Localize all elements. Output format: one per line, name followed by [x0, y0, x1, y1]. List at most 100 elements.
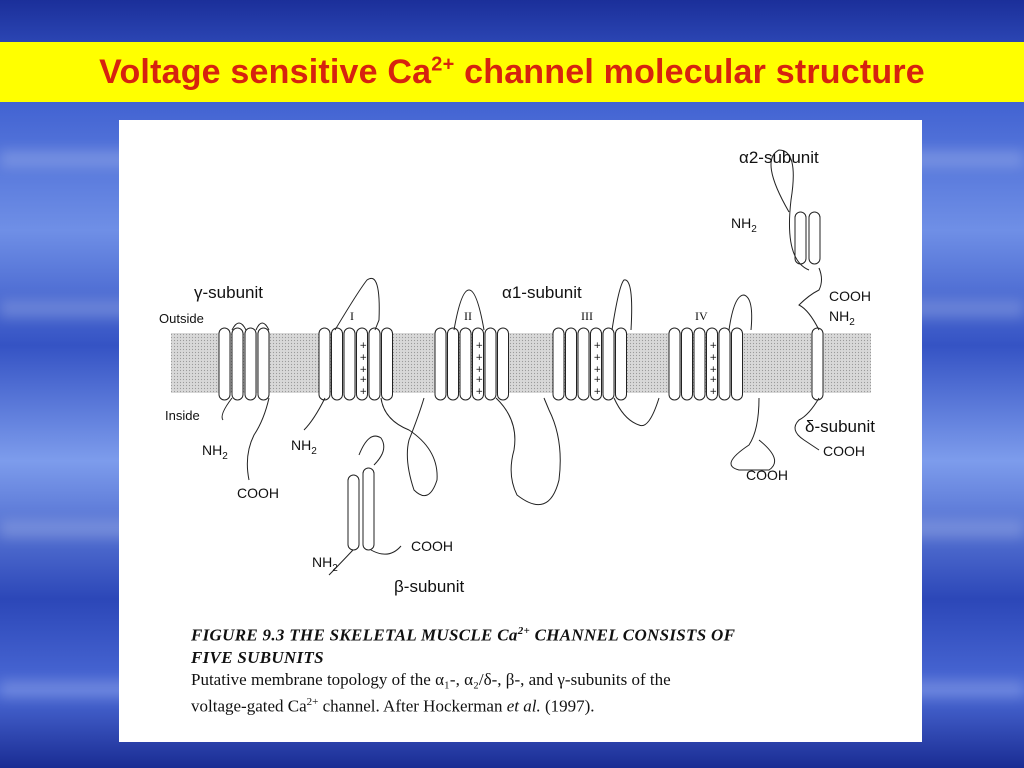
figure-panel: ++++++++++++++++++++ γ-subunit Outside I…	[119, 120, 922, 742]
alpha2-cooh-label: COOH	[829, 288, 871, 304]
s4-positive-charge: +	[710, 365, 718, 375]
s4-positive-charge: +	[360, 387, 368, 397]
s4-positive-charge: +	[360, 341, 368, 351]
alpha1-domain-iii-helix	[615, 327, 627, 401]
s4-positive-charge: +	[710, 341, 718, 351]
svg-text:NH2: NH2	[731, 215, 757, 235]
alpha1-domain-i-helix	[381, 327, 393, 401]
delta-subunit-label: δ-subunit	[805, 417, 875, 436]
caption-body-line2: voltage-gated Ca2+ channel. After Hocker…	[191, 695, 595, 716]
s4-positive-charge: +	[360, 353, 368, 363]
gamma-cooh-tail	[246, 397, 270, 481]
domain-iii-label: III	[581, 309, 593, 323]
alpha1-domain-ii-helix	[484, 327, 497, 401]
slide-title: Voltage sensitive Ca2+ channel molecular…	[99, 52, 925, 91]
s4-positive-charge: +	[360, 365, 368, 375]
svg-text:NH2: NH2	[312, 554, 338, 574]
domain-iv-label: IV	[695, 309, 708, 323]
alpha1-nh2-tail	[303, 397, 326, 431]
alpha1-domain-iii-outside-loop	[611, 279, 633, 331]
delta-helix	[811, 327, 824, 401]
title-bar: Voltage sensitive Ca2+ channel molecular…	[0, 42, 1024, 102]
svg-text:NH2: NH2	[202, 442, 228, 462]
alpha2-subunit-label: α2-subunit	[739, 148, 819, 167]
caption-heading-line2: FIVE SUBUNITS	[191, 647, 324, 667]
s4-positive-charge: +	[476, 341, 484, 351]
delta-alpha2-link	[798, 267, 822, 331]
alpha1-domain-iv-helix	[693, 327, 706, 401]
alpha1-domain-i-helix	[368, 327, 381, 401]
domain-ii-label: II	[464, 309, 472, 323]
caption-body-line1: Putative membrane topology of the α₁-, α…	[191, 669, 671, 689]
alpha1-subunit-label: α1-subunit	[502, 283, 582, 302]
alpha2-nh2-label: NH2	[731, 215, 757, 235]
gamma-helix	[218, 327, 231, 401]
alpha1-nh2-label: NH2	[291, 437, 317, 457]
s4-positive-charge: +	[710, 353, 718, 363]
alpha1-domain-iv-outside-loop	[728, 294, 753, 331]
gamma-nh2-label: NH2	[202, 442, 228, 462]
alpha1-domain-i-helix	[331, 327, 343, 401]
s4-positive-charge: +	[594, 353, 602, 363]
figure-caption: FIGURE 9.3 THE SKELETAL MUSCLE Ca2+ CHAN…	[191, 620, 891, 717]
alpha1-domain-iv-helix	[681, 327, 693, 401]
alpha1-domain-i-helix	[343, 327, 356, 401]
alpha1-domain-ii-helix	[472, 327, 484, 401]
gamma-helix	[244, 327, 257, 401]
alpha1-domain-iii-helix	[602, 327, 615, 401]
alpha1-domain-iv-helix	[718, 327, 731, 401]
s4-positive-charge: +	[476, 387, 484, 397]
gamma-nh2-tail	[221, 397, 233, 421]
alpha1-domain-iii-helix	[577, 327, 590, 401]
alpha1-domain-iii-helix	[552, 327, 565, 401]
alpha2-loop	[770, 149, 810, 271]
alpha1-domain-iv-helix	[668, 327, 681, 401]
delta-cooh-label: COOH	[823, 443, 865, 459]
alpha1-domain-iv-helix	[706, 327, 718, 401]
alpha1-domain-ii-helix	[497, 327, 509, 401]
beta-helix	[347, 474, 360, 551]
gamma-outside-loop	[231, 322, 270, 331]
alpha1-domain-iii-helix	[590, 327, 602, 401]
beta-nh2-label: NH2	[312, 554, 338, 574]
alpha1-domain-iv-helix	[731, 327, 743, 401]
alpha1-domain-i-helix	[356, 327, 368, 401]
alpha1-i-ii-linker	[380, 397, 438, 497]
inside-label: Inside	[165, 408, 200, 423]
alpha1-ii-iii-linker	[495, 397, 561, 505]
s4-positive-charge: +	[594, 341, 602, 351]
s4-positive-charge: +	[594, 365, 602, 375]
s4-positive-charge: +	[476, 353, 484, 363]
membrane-bilayer	[171, 333, 871, 393]
beta-cooh-tail	[370, 545, 402, 555]
subunit-loops	[221, 149, 822, 576]
alpha1-cooh-tail	[730, 397, 776, 471]
alpha1-cooh-label: COOH	[746, 467, 788, 483]
s4-positive-charge: +	[710, 375, 718, 385]
alpha1-domain-ii-helix	[459, 327, 472, 401]
alpha1-domain-i-outside-loop	[334, 277, 380, 331]
domain-i-label: I	[350, 309, 354, 323]
s4-positive-charge: +	[476, 365, 484, 375]
beta-helix	[362, 467, 375, 551]
gamma-helix	[231, 327, 244, 401]
transmembrane-helices	[218, 211, 824, 551]
gamma-cooh-label: COOH	[237, 485, 279, 501]
alpha2-helix	[808, 211, 821, 265]
beta-top-loop	[358, 435, 385, 466]
s4-positive-charge: +	[476, 375, 484, 385]
delta-cooh-tail	[794, 397, 820, 451]
delta-nh2-label: NH2	[829, 308, 855, 328]
alpha1-domain-ii-outside-loop	[453, 289, 485, 331]
channel-diagram: ++++++++++++++++++++ γ-subunit Outside I…	[159, 148, 875, 596]
alpha1-domain-ii-helix	[447, 327, 459, 401]
beta-subunit-label: β-subunit	[394, 577, 465, 596]
caption-heading: FIGURE 9.3 THE SKELETAL MUSCLE Ca2+ CHAN…	[191, 625, 736, 645]
alpha1-domain-ii-helix	[434, 327, 447, 401]
s4-positive-charge: +	[594, 375, 602, 385]
voltage-sensor-charges: ++++++++++++++++++++	[360, 341, 718, 397]
s4-positive-charge: +	[710, 387, 718, 397]
alpha1-iii-iv-linker	[613, 397, 660, 427]
alpha1-domain-iii-helix	[565, 327, 577, 401]
svg-text:NH2: NH2	[291, 437, 317, 457]
